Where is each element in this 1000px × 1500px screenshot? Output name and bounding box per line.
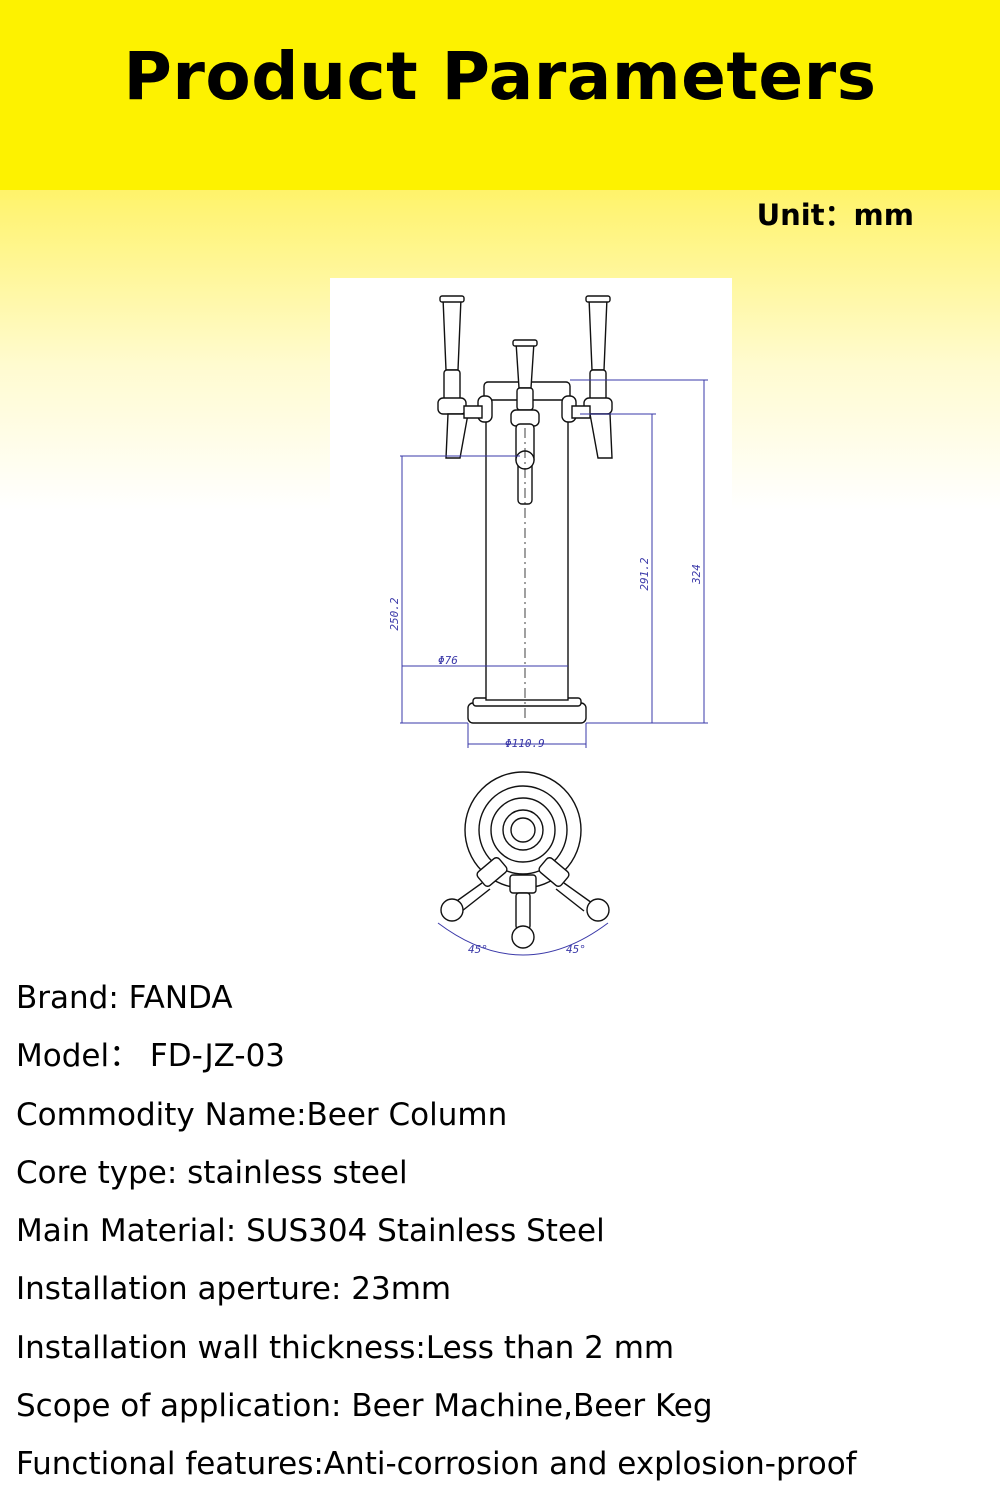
spec-installation-aperture: Installation aperture: 23mm <box>16 1271 452 1308</box>
spec-main-material: Main Material: SUS304 Stainless Steel <box>16 1213 605 1250</box>
dim-tap-height: 291.2 <box>638 557 651 590</box>
centre-tap-handle <box>515 341 535 389</box>
spec-commodity-name: Commodity Name:Beer Column <box>16 1096 508 1133</box>
dim-angle-left: 45° <box>468 943 488 956</box>
beer-tower-front-view: 250.2 291.2 324 Φ76 Φ110.9 <box>388 295 708 750</box>
spec-wall-thickness: Installation wall thickness:Less than 2 … <box>16 1329 675 1366</box>
unit-label: Unit：mm <box>756 198 914 232</box>
spec-model: Model： FD-JZ-03 <box>16 1038 286 1075</box>
dim-column-diameter: Φ76 <box>438 654 458 667</box>
right-tap-spout <box>589 413 613 459</box>
left-tap-handle <box>442 297 462 371</box>
beer-tower-top-view: 45° 45° <box>437 771 610 956</box>
spec-features: Functional features:Anti-corrosion and e… <box>16 1446 857 1483</box>
spec-core-type: Core type: stainless steel <box>16 1154 408 1191</box>
dim-total-height: 324 <box>690 564 703 585</box>
spec-brand: Brand: FANDA <box>16 980 233 1016</box>
front-view-drawing: 250.2 291.2 324 Φ76 Φ110.9 <box>330 278 732 760</box>
left-tap-spout <box>445 413 469 459</box>
dim-angle-right: 45° <box>566 943 586 956</box>
spec-scope: Scope of application: Beer Machine,Beer … <box>16 1388 713 1425</box>
left-tap-knob <box>440 898 464 922</box>
dim-base-diameter: Φ110.9 <box>505 737 545 750</box>
right-tap-knob <box>586 898 610 922</box>
right-tap-handle <box>588 297 608 371</box>
dim-tower-height: 250.2 <box>388 597 401 630</box>
centre-tap-knob <box>511 925 535 949</box>
page-title: Product Parameters <box>123 38 877 115</box>
spec-list: Brand: FANDA Model： FD-JZ-03 Commodity N… <box>16 975 986 1500</box>
